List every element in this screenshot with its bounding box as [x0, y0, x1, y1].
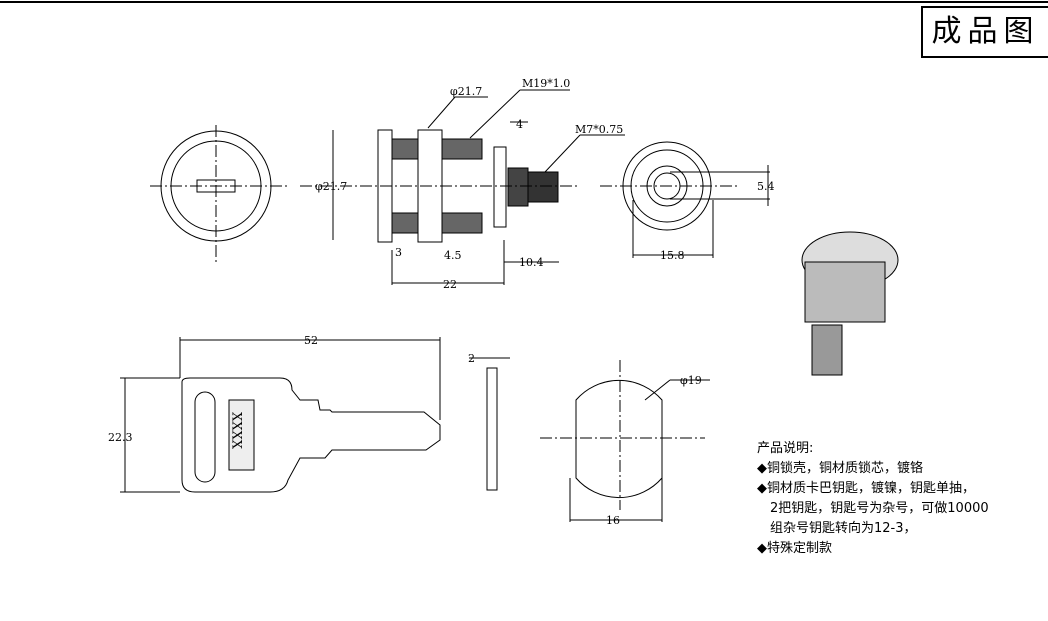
dim-10-4: 10.4 [519, 256, 544, 269]
dim-cam-dia: φ19 [680, 374, 702, 387]
description-line: ◆铜材质卡巴钥匙，镀镍，钥匙单抽， [757, 481, 975, 496]
drawing-title: 成品图 [921, 6, 1048, 58]
front-view [150, 125, 290, 265]
dim-15-8: 15.8 [660, 249, 685, 262]
description-heading: 产品说明: [757, 441, 814, 456]
dim-key-height: 22.3 [108, 431, 133, 444]
key-label: XXXX [229, 412, 244, 450]
dim-cam-width: 16 [606, 514, 620, 527]
rear-view [600, 141, 770, 258]
description-line: 组杂号钥匙转向为12-3， [770, 521, 917, 536]
dim-front-dia: φ21.7 [315, 180, 347, 193]
dim-flange-dia: φ21.7 [450, 85, 482, 98]
dimension-leaders [427, 89, 625, 173]
dim-4-5: 4.5 [444, 249, 462, 262]
dim-shaft-thread: M7*0.75 [575, 123, 623, 136]
dim-22: 22 [443, 278, 457, 291]
side-view [300, 129, 580, 285]
cam-view [540, 360, 710, 522]
key-view [120, 337, 510, 493]
description-line: 2把钥匙，钥匙号为杂号，可做10000 [770, 501, 989, 516]
dim-5-4: 5.4 [757, 180, 775, 193]
description-line: ◆特殊定制款 [757, 541, 832, 556]
product-3d-render [801, 231, 899, 376]
dim-4: 4 [516, 118, 523, 131]
dim-key-thickness: 2 [468, 352, 475, 365]
dim-3: 3 [395, 246, 402, 259]
product-description: 产品说明: ◆铜锁壳，铜材质锁芯，镀铬 ◆铜材质卡巴钥匙，镀镍，钥匙单抽， 2把… [757, 439, 989, 559]
dim-thread: M19*1.0 [522, 77, 570, 90]
description-line: ◆铜锁壳，铜材质锁芯，镀铬 [757, 461, 923, 476]
dim-key-length: 52 [304, 334, 318, 347]
